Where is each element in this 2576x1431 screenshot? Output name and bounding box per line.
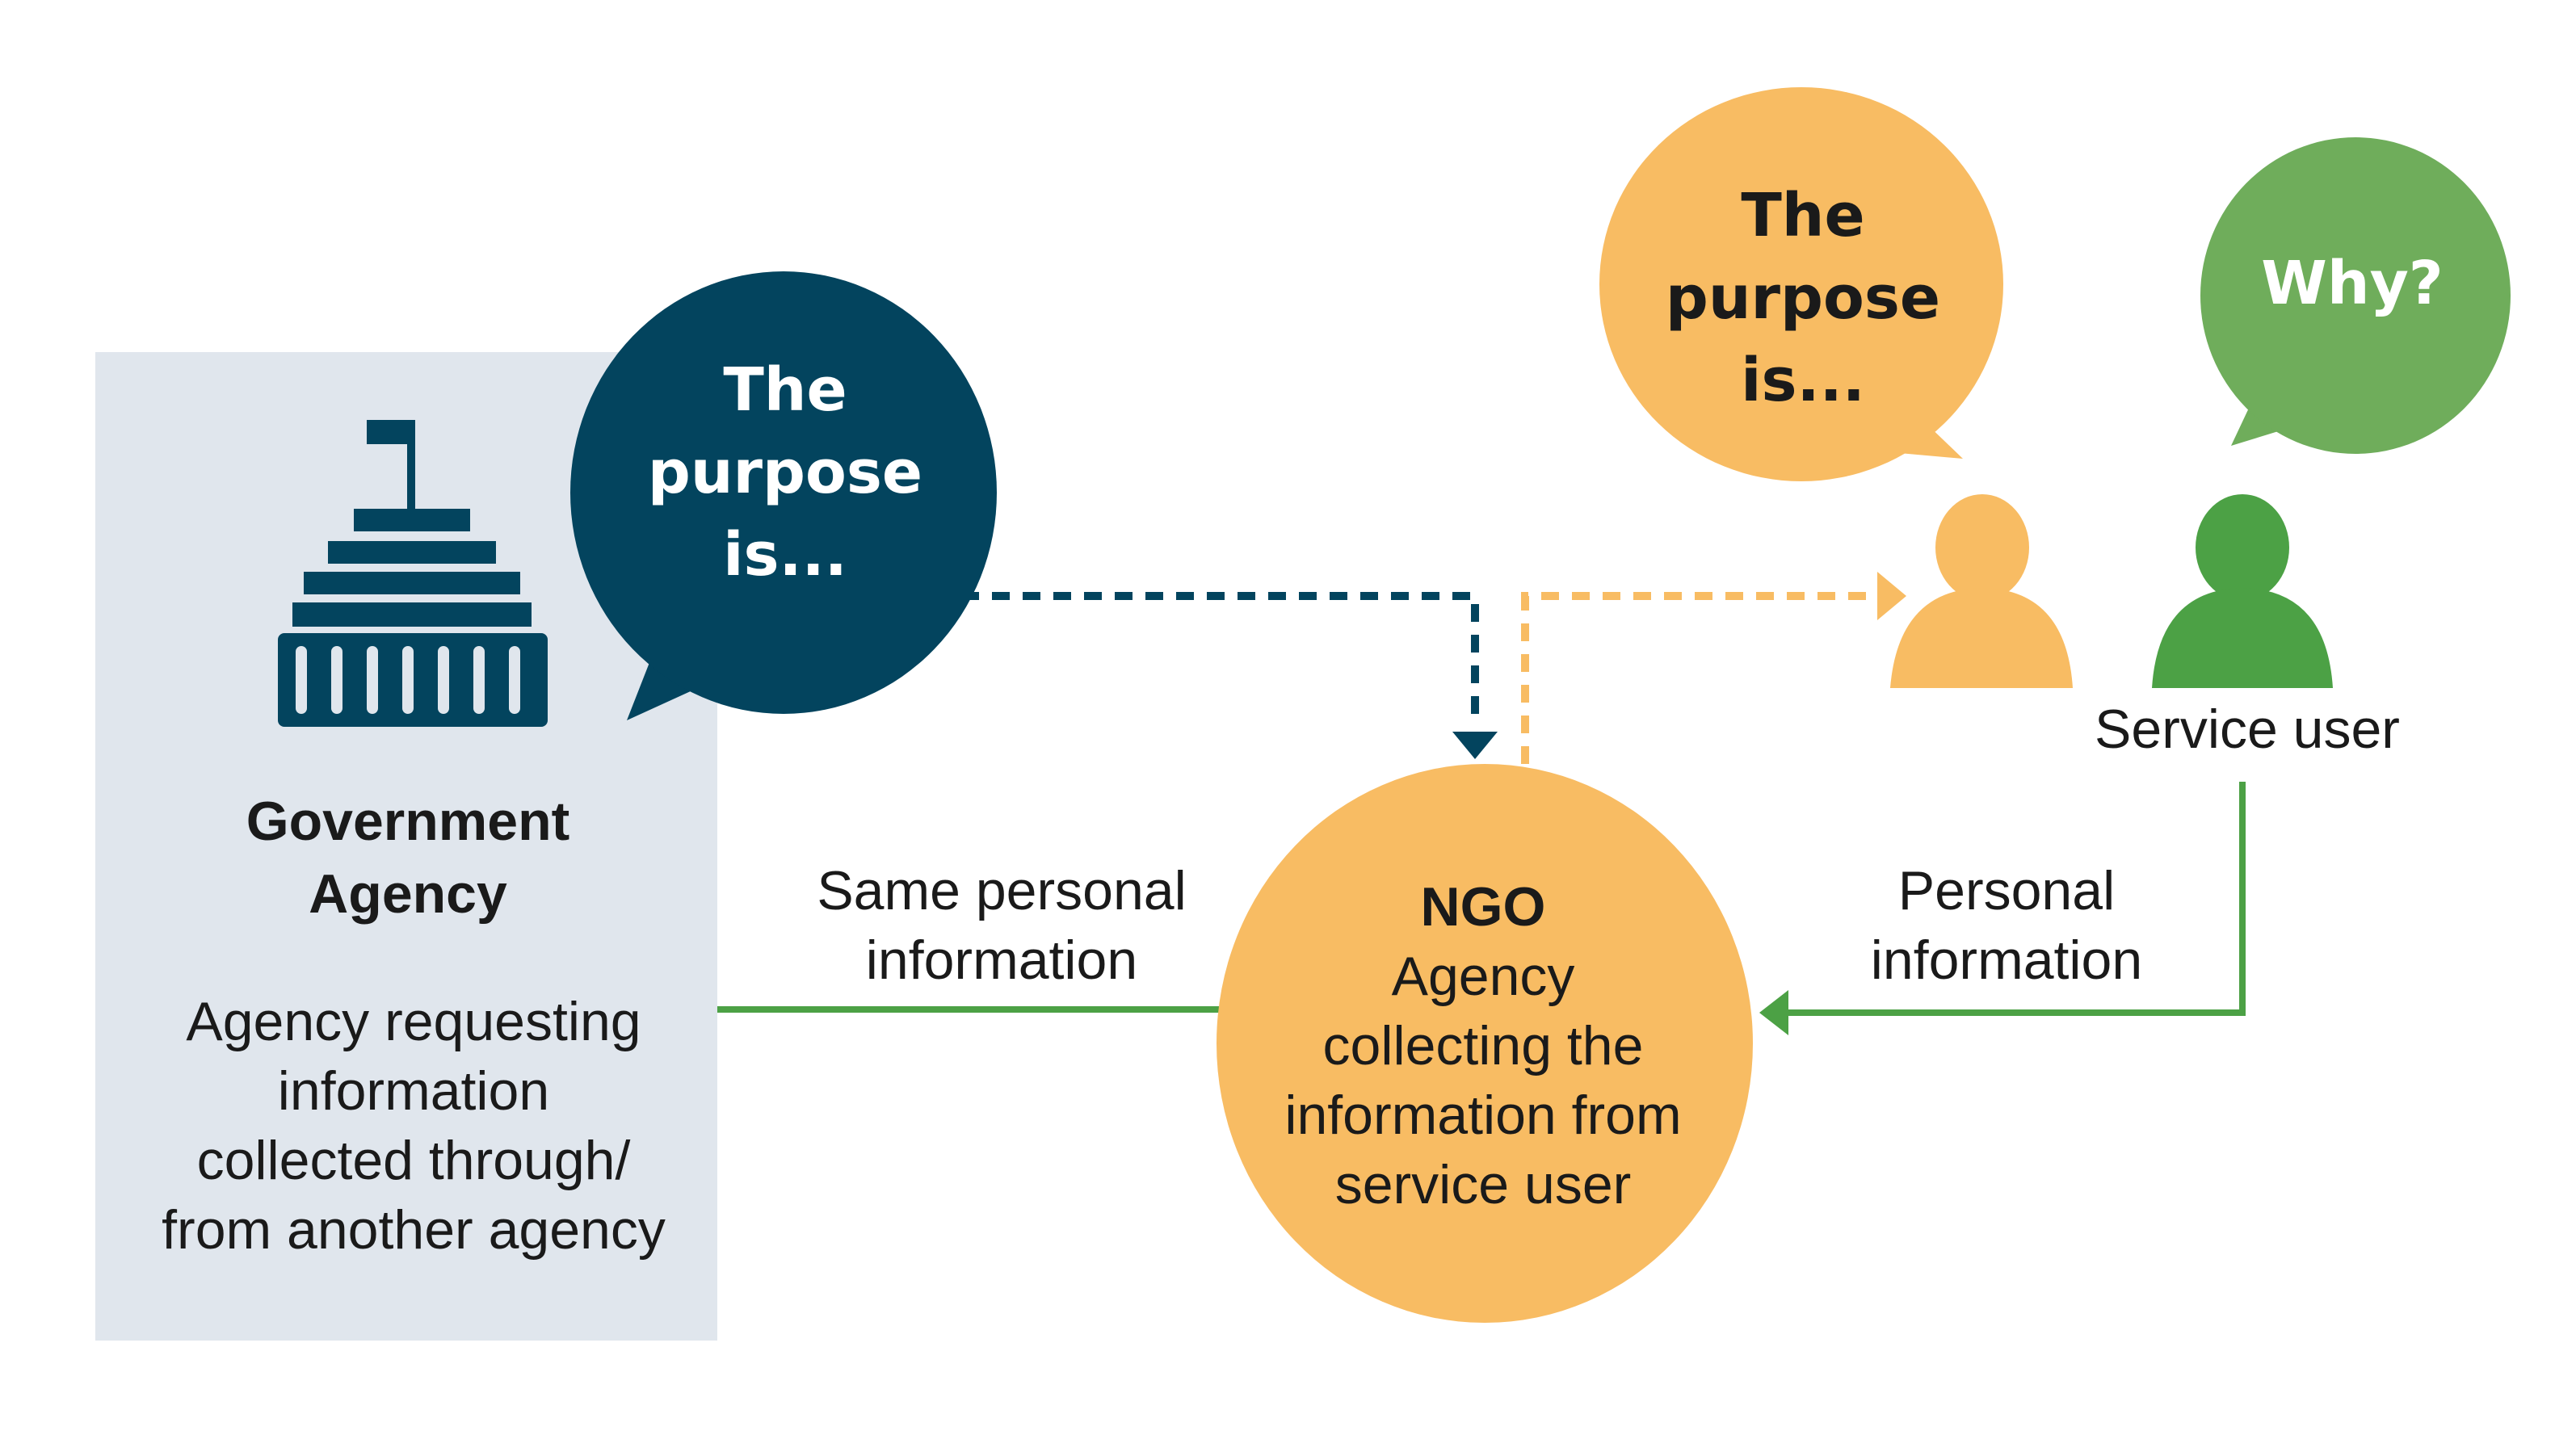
government-desc-line4: from another agency bbox=[162, 1199, 666, 1261]
left-arrow-label-line2: information bbox=[866, 930, 1137, 991]
navy-dashed-arrow bbox=[961, 592, 1498, 759]
ngo-node: NGO Agency collecting the information fr… bbox=[1217, 764, 1753, 1323]
service-user-speech-bubble: Why? bbox=[2200, 137, 2511, 454]
government-desc-line2: information bbox=[278, 1060, 549, 1122]
gov-bubble-line1: The bbox=[723, 355, 847, 425]
ngo-line4: service user bbox=[1335, 1154, 1632, 1215]
person-icon bbox=[1890, 494, 2073, 688]
person-icon bbox=[2152, 494, 2333, 688]
parliament-building-icon bbox=[278, 420, 548, 727]
government-desc-line1: Agency requesting bbox=[186, 991, 641, 1052]
service-user-label: Service user bbox=[2095, 699, 2400, 760]
right-arrow-label-line1: Personal bbox=[1898, 860, 2115, 921]
gov-bubble-line3: is... bbox=[723, 520, 847, 590]
gov-bubble-line2: purpose bbox=[648, 438, 922, 507]
ngo-line1: Agency bbox=[1392, 946, 1575, 1007]
ngo-bubble-line2: purpose bbox=[1666, 263, 1940, 333]
government-title-line1: Government bbox=[246, 791, 570, 852]
government-desc-line3: collected through/ bbox=[197, 1130, 631, 1191]
green-arrow-right bbox=[1759, 782, 2246, 1035]
government-title-line2: Agency bbox=[309, 863, 507, 925]
why-bubble-text: Why? bbox=[2261, 249, 2443, 318]
ngo-line2: collecting the bbox=[1323, 1015, 1644, 1076]
green-line-left bbox=[717, 1006, 1220, 1013]
ngo-speech-bubble: The purpose is... bbox=[1599, 87, 2003, 481]
government-speech-bubble: The purpose is... bbox=[570, 271, 997, 720]
right-arrow-label-line2: information bbox=[1871, 930, 2142, 991]
ngo-bubble-line1: The bbox=[1741, 181, 1864, 250]
ngo-bubble-line3: is... bbox=[1741, 346, 1865, 415]
left-arrow-label-line1: Same personal bbox=[817, 860, 1186, 921]
ngo-title: NGO bbox=[1421, 876, 1546, 938]
ngo-line3: information from bbox=[1284, 1085, 1681, 1146]
orange-dashed-arrow bbox=[1521, 572, 1906, 764]
